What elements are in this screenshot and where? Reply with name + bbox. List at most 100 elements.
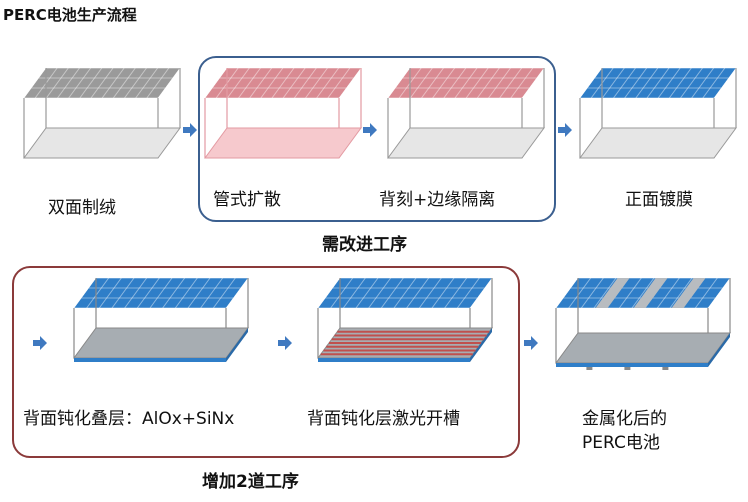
texture-line [282,67,306,99]
bottom-surface [387,127,545,159]
texture-line [327,67,351,99]
arrow-icon [278,336,292,350]
texture-line [454,67,478,99]
cell-back-passivation [73,277,249,362]
group-label: 需改进工序 [322,235,407,255]
texture-line [136,277,160,309]
texture-line [443,67,467,99]
texture-line [702,67,726,99]
texture-line [124,67,147,99]
texture-line [293,67,317,99]
texture-line [421,67,444,99]
texture-line [601,67,625,99]
texture-line [124,277,148,309]
arrow-icon [524,336,538,350]
bottom-surface [73,327,249,359]
texture-line [657,67,681,99]
texture-line [111,277,135,309]
arrow-icon [363,123,377,137]
passivation-layer-edge [556,363,708,367]
texture-line [187,277,211,309]
arrow-icon [183,123,197,137]
bottom-surface [23,127,181,159]
passivation-layer-edge [708,333,730,367]
texture-line [368,277,392,309]
texture-line [488,67,511,99]
texture-line [86,277,110,309]
texture-line [57,67,80,99]
texture-line [680,67,703,99]
texture-line [305,67,328,99]
step-label: 背面钝化叠层：AlOx+SiNx [23,409,235,429]
step-label: 正面镀膜 [625,190,693,210]
rear-contact [586,367,593,370]
texture-line [393,277,417,309]
step-label: PERC电池 [582,433,660,453]
step-label: 背面钝化层激光开槽 [307,409,460,429]
texture-line [146,67,170,99]
texture-line [174,277,198,309]
texture-line [580,277,604,309]
texture-line [656,277,680,309]
texture-line [418,277,442,309]
rear-contact [662,367,669,370]
texture-line [613,67,636,99]
texture-line [316,67,340,99]
bottom-surface [579,127,737,159]
texture-line [431,277,455,309]
group-label: 增加2道工序 [202,472,299,492]
texture-line [593,277,617,309]
arrow-icon [33,336,47,350]
passivation-layer-edge [318,358,470,362]
step-label: 双面制绒 [48,198,116,218]
texture-line [79,67,103,99]
arrow-icon [558,123,572,137]
texture-line [342,277,366,309]
texture-line [669,277,693,309]
cell-front-coating [579,67,737,159]
texture-line [465,67,489,99]
page-title: PERC电池生产流程 [3,6,137,24]
metal-finger [595,278,630,308]
passivation-layer-edge [226,328,248,362]
texture-line [456,277,480,309]
added-steps-group [12,266,520,458]
texture-line [691,67,715,99]
improved-steps-group [198,56,556,222]
texture-line [624,67,648,99]
texture-line [635,67,659,99]
step-label: 管式扩散 [213,190,281,210]
texture-line [149,277,173,309]
passivation-layer-edge [74,358,226,362]
texture-line [271,67,295,99]
texture-line [90,67,114,99]
texture-line [406,277,430,309]
texture-line [226,67,250,99]
cell-diffusion [204,67,362,159]
texture-line [112,67,136,99]
metal-finger [671,278,706,308]
texture-line [694,277,718,309]
texture-line [68,67,92,99]
bottom-surface [555,332,731,364]
texture-line [568,277,592,309]
texture-line [260,67,284,99]
texture-line [476,67,500,99]
cell-metallized [555,277,731,370]
texture-line [98,277,122,309]
texture-line [212,277,236,309]
cell-laser-grooving [317,277,493,362]
bottom-surface [204,127,362,159]
texture-line [45,67,69,99]
texture-line [444,277,468,309]
step-label: 背刻+边缘隔离 [379,190,496,210]
rear-contact [624,367,631,370]
texture-line [355,277,379,309]
step-label: 金属化后的 [582,409,667,429]
texture-line [162,277,186,309]
texture-line [135,67,159,99]
texture-line [380,277,404,309]
texture-line [432,67,456,99]
texture-line [200,277,224,309]
texture-line [101,67,125,99]
